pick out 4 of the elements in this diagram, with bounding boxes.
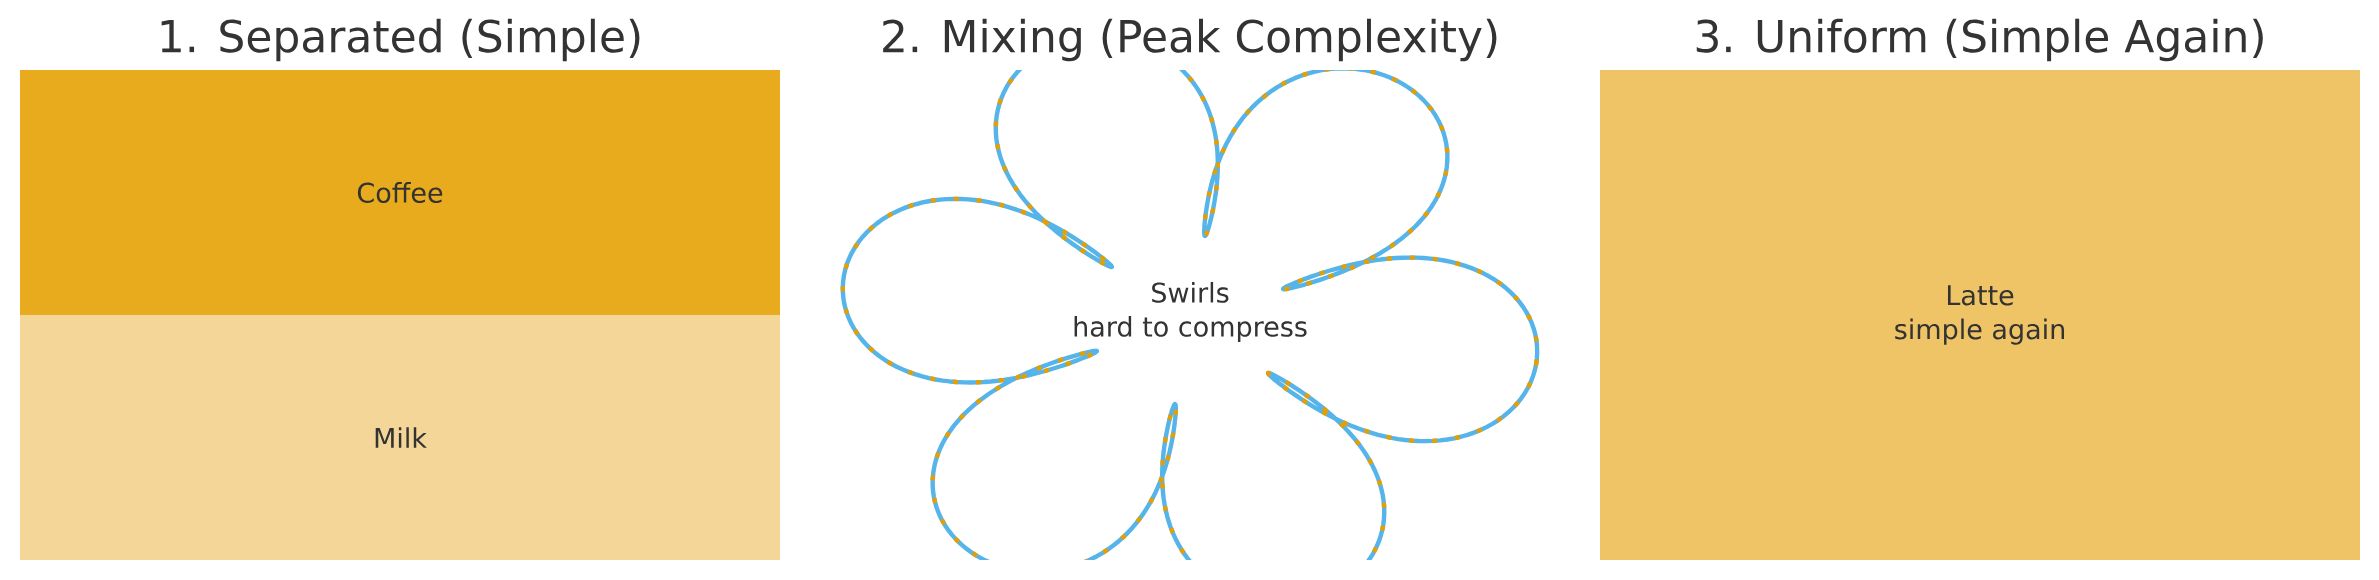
color-block: Latte simple again (1600, 70, 2360, 560)
color-block: Milk (20, 315, 780, 560)
panel-title: 2. Mixing (Peak Complexity) (883, 18, 1497, 62)
color-block: Coffee (20, 70, 780, 315)
